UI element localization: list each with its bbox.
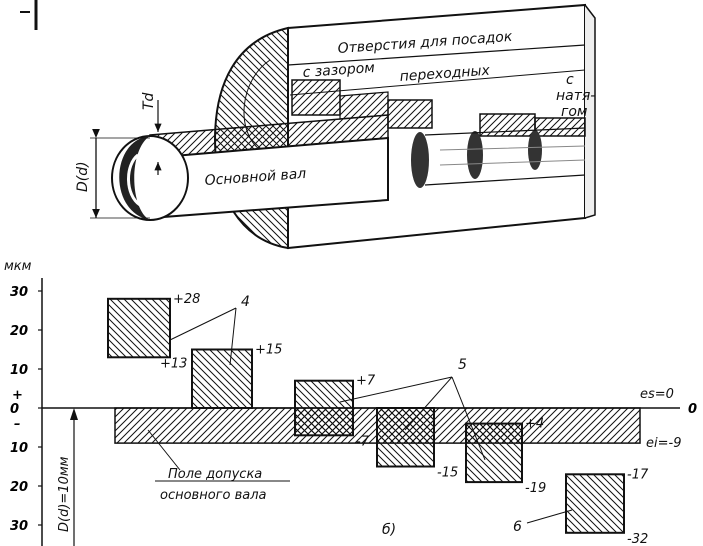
ei-label: ei=-9 bbox=[646, 436, 681, 451]
tolerance-label: Td bbox=[141, 92, 157, 110]
callout-4: 4 bbox=[241, 294, 250, 310]
interference-label-2: натя- bbox=[556, 88, 595, 104]
unit-label: мкм bbox=[4, 259, 32, 274]
overlap-zone bbox=[295, 408, 353, 436]
upper-deviation-label: +4 bbox=[525, 417, 544, 432]
callout-6: 6 bbox=[513, 519, 522, 535]
nominal-size-label: D(d)=10мм bbox=[57, 456, 72, 532]
minus-sign: – bbox=[14, 417, 21, 432]
interference-label-1: с bbox=[566, 72, 574, 88]
es-label: es=0 bbox=[640, 387, 674, 402]
lower-deviation-label: -32 bbox=[627, 532, 648, 546]
shaft-label: Основной вал bbox=[204, 166, 307, 189]
diameter-label: D(d) bbox=[75, 161, 91, 192]
tolerance-chart: мкм 30 20 10 0 10 20 30 + – 0 es=0 ei=-9 D(d)=… bbox=[4, 259, 697, 546]
clearance-label: с зазором bbox=[302, 60, 376, 81]
y-tick-label: 0 bbox=[10, 402, 19, 417]
y-tick-label: 10 bbox=[10, 363, 28, 378]
upper-deviation-label: +15 bbox=[255, 343, 282, 358]
lower-deviation-label: +13 bbox=[160, 356, 187, 371]
hole-zone bbox=[107, 297, 171, 359]
overlap-zone bbox=[466, 423, 522, 444]
y-tick-label: 30 bbox=[10, 519, 28, 534]
upper-deviation-label: -17 bbox=[627, 467, 649, 482]
callout-5: 5 bbox=[458, 357, 467, 373]
hole-zone bbox=[565, 473, 625, 534]
y-tick-label: 10 bbox=[10, 441, 28, 456]
shaft-hole-drawing: D(d) Td Отверстия для посадок с зазором … bbox=[20, 0, 596, 250]
y-tick-label: 20 bbox=[10, 324, 28, 339]
interference-label-3: гом bbox=[561, 104, 588, 120]
y-ticks: 30 20 10 0 10 20 30 bbox=[10, 285, 42, 534]
figure-caption: б) bbox=[382, 522, 396, 538]
y-tick-label: 30 bbox=[10, 285, 28, 300]
lower-deviation-label: -15 bbox=[437, 466, 458, 481]
y-tick-label: 20 bbox=[10, 480, 28, 495]
hole-zone bbox=[191, 348, 253, 409]
upper-deviation-label: +28 bbox=[173, 292, 200, 307]
upper-deviation-label: +7 bbox=[356, 374, 376, 389]
lower-deviation-label: -7 bbox=[356, 434, 370, 449]
shaft-field-label-2: основного вала bbox=[160, 488, 267, 503]
hole-zones: +28 +13 +15 +7 -7 -15 +4 -19 -17 -32 bbox=[107, 292, 649, 546]
overlap-zone bbox=[377, 408, 434, 444]
plus-sign: + bbox=[12, 388, 23, 403]
zero-line-label: 0 bbox=[688, 402, 697, 417]
transition-label: переходных bbox=[399, 63, 491, 85]
shaft-field-label-1: Поле допуска bbox=[168, 467, 262, 482]
lower-deviation-label: -19 bbox=[525, 481, 546, 496]
